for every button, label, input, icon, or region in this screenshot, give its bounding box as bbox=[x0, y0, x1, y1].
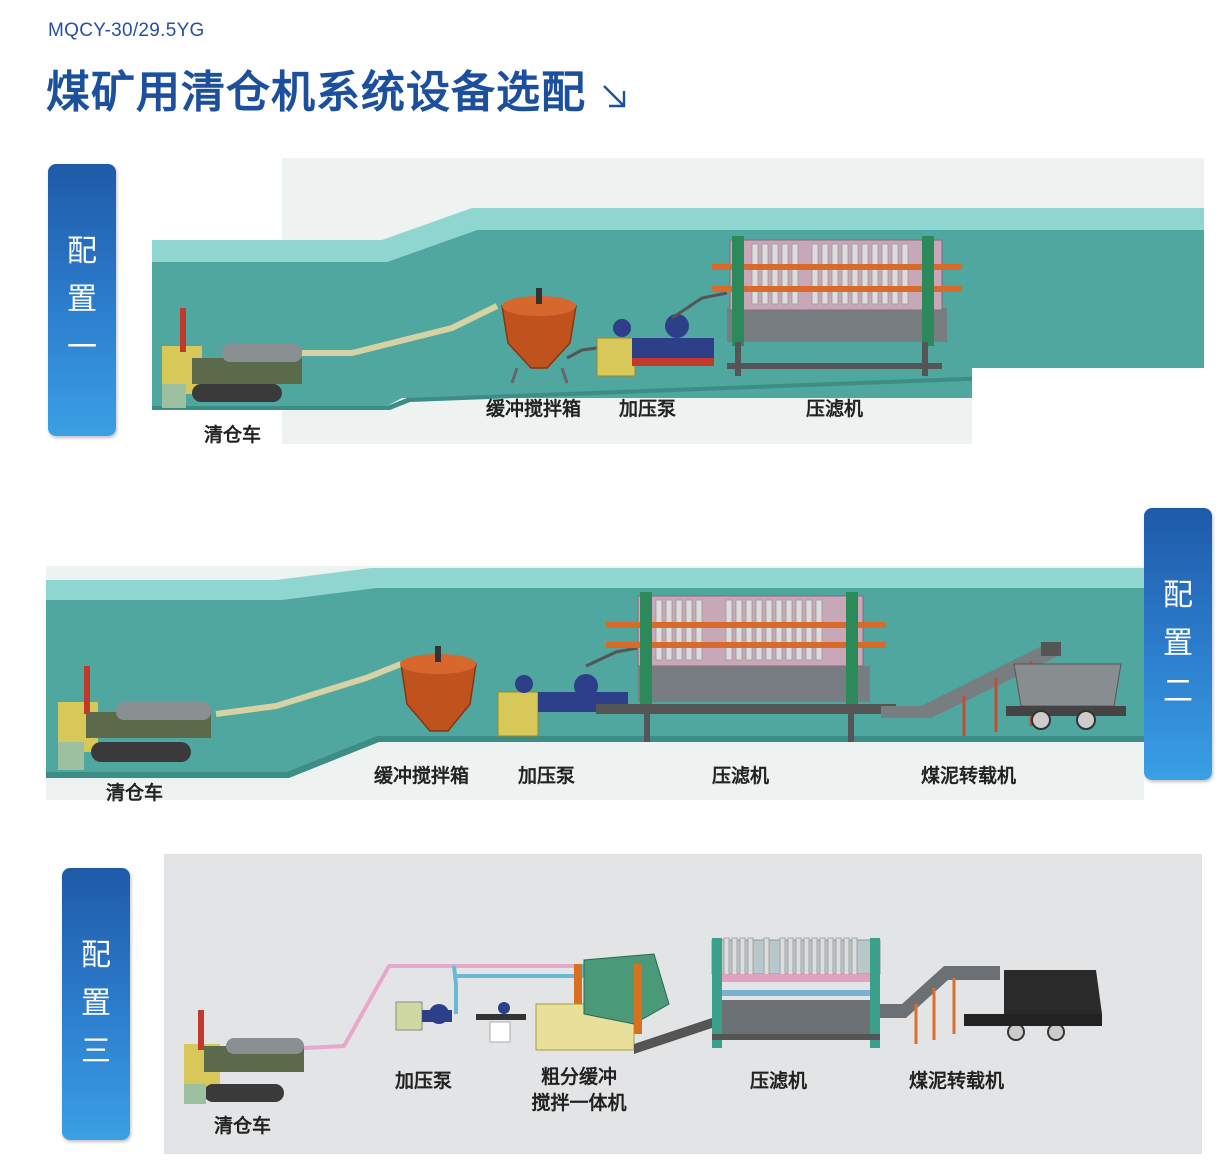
config-3-label-mixer-line2: 搅拌一体机 bbox=[531, 1092, 627, 1114]
buffer-tank-graphic bbox=[501, 288, 577, 384]
config-3-tag-char: 置 bbox=[81, 986, 111, 1021]
config-2-label-tank: 缓冲搅拌箱 bbox=[374, 765, 470, 787]
config-3-tag-char: 配 bbox=[81, 938, 111, 973]
config-3-tag-char: 三 bbox=[81, 1034, 111, 1069]
config-2-label-pump: 加压泵 bbox=[518, 765, 576, 787]
config-3-label-cart: 清仓车 bbox=[214, 1115, 272, 1137]
config-2-label-conveyor: 煤泥转载机 bbox=[921, 765, 1017, 787]
config-3-label-mixer-line1: 粗分缓冲 bbox=[540, 1066, 617, 1088]
config-2-tag: 配 置 二 bbox=[1144, 508, 1212, 780]
config-3-scene bbox=[164, 854, 1202, 1154]
config-1-tag-char: 置 bbox=[67, 282, 97, 317]
pressure-pump-graphic bbox=[596, 314, 714, 377]
config-1-label-cart: 清仓车 bbox=[204, 424, 262, 446]
config-1-label-filter: 压滤机 bbox=[806, 398, 864, 420]
cleaning-cart-graphic bbox=[162, 308, 302, 408]
model-number: MQCY-30/29.5YG bbox=[48, 20, 205, 41]
cleaning-cart-graphic bbox=[58, 666, 211, 770]
pressure-pump-graphic bbox=[395, 1001, 526, 1043]
sludge-conveyor-graphic bbox=[881, 642, 1126, 736]
buffer-tank-graphic bbox=[400, 646, 477, 732]
mixer-unit-graphic bbox=[535, 953, 724, 1054]
config-2-tag-char: 置 bbox=[1163, 626, 1193, 661]
filter-press-graphic bbox=[712, 236, 962, 376]
sludge-conveyor-graphic bbox=[880, 966, 1102, 1044]
filter-press-graphic bbox=[596, 592, 896, 742]
config-2-label-filter: 压滤机 bbox=[712, 765, 770, 787]
config-1-label-tank: 缓冲搅拌箱 bbox=[486, 398, 582, 420]
config-3-label-mixer: 粗分缓冲 搅拌一体机 bbox=[520, 1064, 638, 1116]
config-2-tag-char: 二 bbox=[1163, 674, 1193, 709]
config-1-tag: 配 置 一 bbox=[48, 164, 116, 436]
page-title: 煤矿用清仓机系统设备选配 bbox=[46, 67, 586, 118]
config-2-label-cart: 清仓车 bbox=[106, 782, 164, 804]
arrow-down-right-icon bbox=[603, 85, 626, 108]
config-1-scene bbox=[152, 158, 1204, 444]
cleaning-cart-graphic bbox=[184, 1010, 304, 1104]
config-3-tag: 配 置 三 bbox=[62, 868, 130, 1140]
config-2-scene bbox=[46, 566, 1144, 800]
config-3-label-filter: 压滤机 bbox=[750, 1070, 808, 1092]
filter-press-graphic bbox=[711, 937, 881, 1048]
config-3-label-conveyor: 煤泥转载机 bbox=[909, 1070, 1005, 1092]
config-3-label-pump: 加压泵 bbox=[395, 1070, 453, 1092]
config-2-tag-char: 配 bbox=[1163, 578, 1193, 613]
config-1-label-pump: 加压泵 bbox=[619, 398, 677, 420]
config-1-tag-char: 配 bbox=[67, 234, 97, 269]
config-1-tag-char: 一 bbox=[67, 330, 97, 365]
